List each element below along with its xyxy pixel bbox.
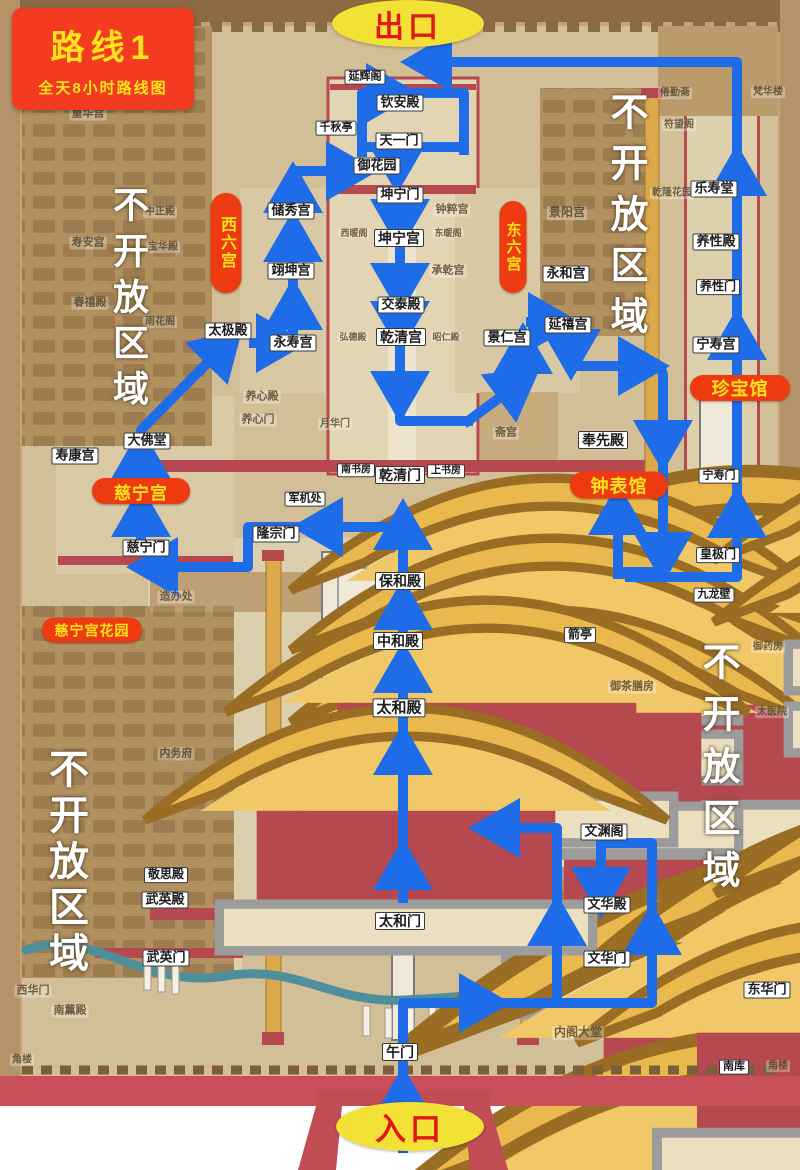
closed-area-text: 不开放区域 (43, 748, 87, 978)
place-label: 养心门 (239, 413, 277, 427)
route-legend: 路线1 全天8小时路线图 (12, 8, 194, 110)
place-label: 永和宫 (542, 265, 590, 283)
place-label: 符望阁 (662, 119, 696, 131)
place-label: 东华门 (743, 981, 791, 999)
place-label: 乐寿堂 (690, 180, 738, 198)
place-label: 慈宁门 (122, 539, 170, 557)
place-label: 千秋亭 (315, 120, 357, 136)
place-label: 南薰殿 (51, 1004, 89, 1018)
place-label: 钦安殿 (376, 94, 424, 112)
place-label: 雨花阁 (143, 316, 177, 328)
place-label: 上书房 (427, 464, 465, 478)
place-label: 军机处 (284, 491, 326, 507)
place-label: 永寿宫 (269, 334, 317, 352)
place-label: 宁寿门 (698, 468, 740, 484)
place-label: 延辉阁 (344, 69, 386, 85)
place-label: 武英门 (142, 949, 190, 967)
place-label: 养性门 (695, 279, 741, 295)
closed-area-text: 不开放区域 (696, 642, 738, 902)
place-label: 承乾宫 (429, 264, 467, 278)
place-label: 储秀宫 (267, 202, 315, 220)
place-label: 太医院 (755, 706, 789, 718)
attraction-pill: 慈宁宫 (92, 478, 190, 504)
place-label: 箭亭 (563, 627, 597, 643)
place-label: 隆宗门 (252, 525, 300, 543)
place-label: 钟粹宫 (433, 203, 471, 217)
place-label: 弘德殿 (337, 331, 369, 343)
place-label: 月华门 (318, 418, 352, 430)
attraction-pill: 钟表馆 (570, 471, 668, 499)
place-label: 天一门 (375, 132, 423, 150)
place-label: 太和门 (375, 911, 425, 931)
place-label: 景阳宫 (546, 205, 588, 220)
attraction-pill: 珍宝馆 (690, 375, 790, 401)
route-title: 路线1 (50, 29, 156, 67)
place-label: 文华门 (583, 950, 631, 968)
attraction-pill: 慈宁宫花园 (42, 617, 142, 643)
exit-label: 出口 (374, 10, 442, 44)
entrance-marker: 入口 (336, 1102, 484, 1151)
place-label: 寿安宫 (69, 236, 107, 250)
place-label: 东暖阁 (432, 227, 464, 239)
place-label: 太极殿 (204, 322, 252, 340)
place-label: 斋宫 (493, 426, 519, 440)
place-label: 内阁大堂 (551, 1025, 605, 1040)
place-label: 交泰殿 (377, 296, 425, 314)
place-label: 皇极门 (695, 547, 741, 563)
place-label: 南书房 (337, 463, 375, 477)
closed-area-text: 不开放区域 (108, 186, 149, 416)
place-label: 宝华殿 (146, 241, 180, 253)
place-label: 御花园 (353, 157, 401, 175)
place-label: 御药房 (751, 641, 785, 653)
place-label: 武英殿 (141, 891, 189, 909)
route-subtitle: 全天8小时路线图 (38, 80, 168, 97)
place-label: 奉先殿 (578, 430, 628, 450)
place-label: 倦勤斋 (658, 87, 692, 99)
place-label: 大佛堂 (123, 432, 171, 450)
place-label: 南库 (719, 1059, 749, 1075)
place-label: 角楼 (766, 1060, 790, 1072)
place-label: 西暖阁 (338, 227, 370, 239)
place-label: 延禧宫 (544, 316, 592, 334)
place-label: 午门 (382, 1042, 418, 1062)
place-label: 保和殿 (375, 571, 425, 591)
attraction-pill: 西六宫 (210, 193, 242, 293)
place-label: 乾清门 (375, 465, 425, 485)
place-label: 寿康宫 (51, 447, 99, 465)
place-label: 春禧殿 (71, 296, 109, 310)
place-label: 中正殿 (143, 206, 177, 218)
place-label: 太和殿 (372, 698, 426, 718)
attraction-pill: 东六宫 (499, 201, 527, 293)
place-label: 乾隆花园 (650, 187, 694, 199)
place-label: 重华宫 (69, 107, 107, 121)
place-label: 养心殿 (243, 390, 281, 404)
place-label: 角楼 (10, 1054, 34, 1066)
place-label: 文华殿 (583, 896, 631, 914)
place-label: 内务府 (157, 747, 195, 761)
place-label: 西华门 (14, 984, 52, 998)
place-label: 坤宁宫 (374, 228, 424, 248)
place-label: 乾清宫 (376, 327, 426, 347)
place-label: 景仁宫 (483, 329, 531, 347)
place-label: 昭仁殿 (430, 331, 462, 343)
place-label: 御茶膳房 (608, 680, 656, 694)
closed-area-text: 不开放区域 (604, 92, 646, 347)
place-label: 梵华楼 (751, 86, 785, 98)
place-label: 造办处 (157, 590, 195, 604)
entrance-label: 入口 (375, 1112, 445, 1147)
place-label: 宁寿宫 (692, 336, 740, 354)
place-label: 养性殿 (692, 233, 740, 251)
place-label: 敬思殿 (143, 867, 189, 883)
place-label: 文渊阁 (580, 823, 628, 841)
place-label: 中和殿 (373, 631, 423, 651)
exit-marker: 出口 (332, 0, 484, 47)
place-label: 九龙壁 (693, 587, 735, 603)
place-label: 坤宁门 (376, 186, 424, 204)
place-label: 翊坤宫 (267, 262, 315, 280)
